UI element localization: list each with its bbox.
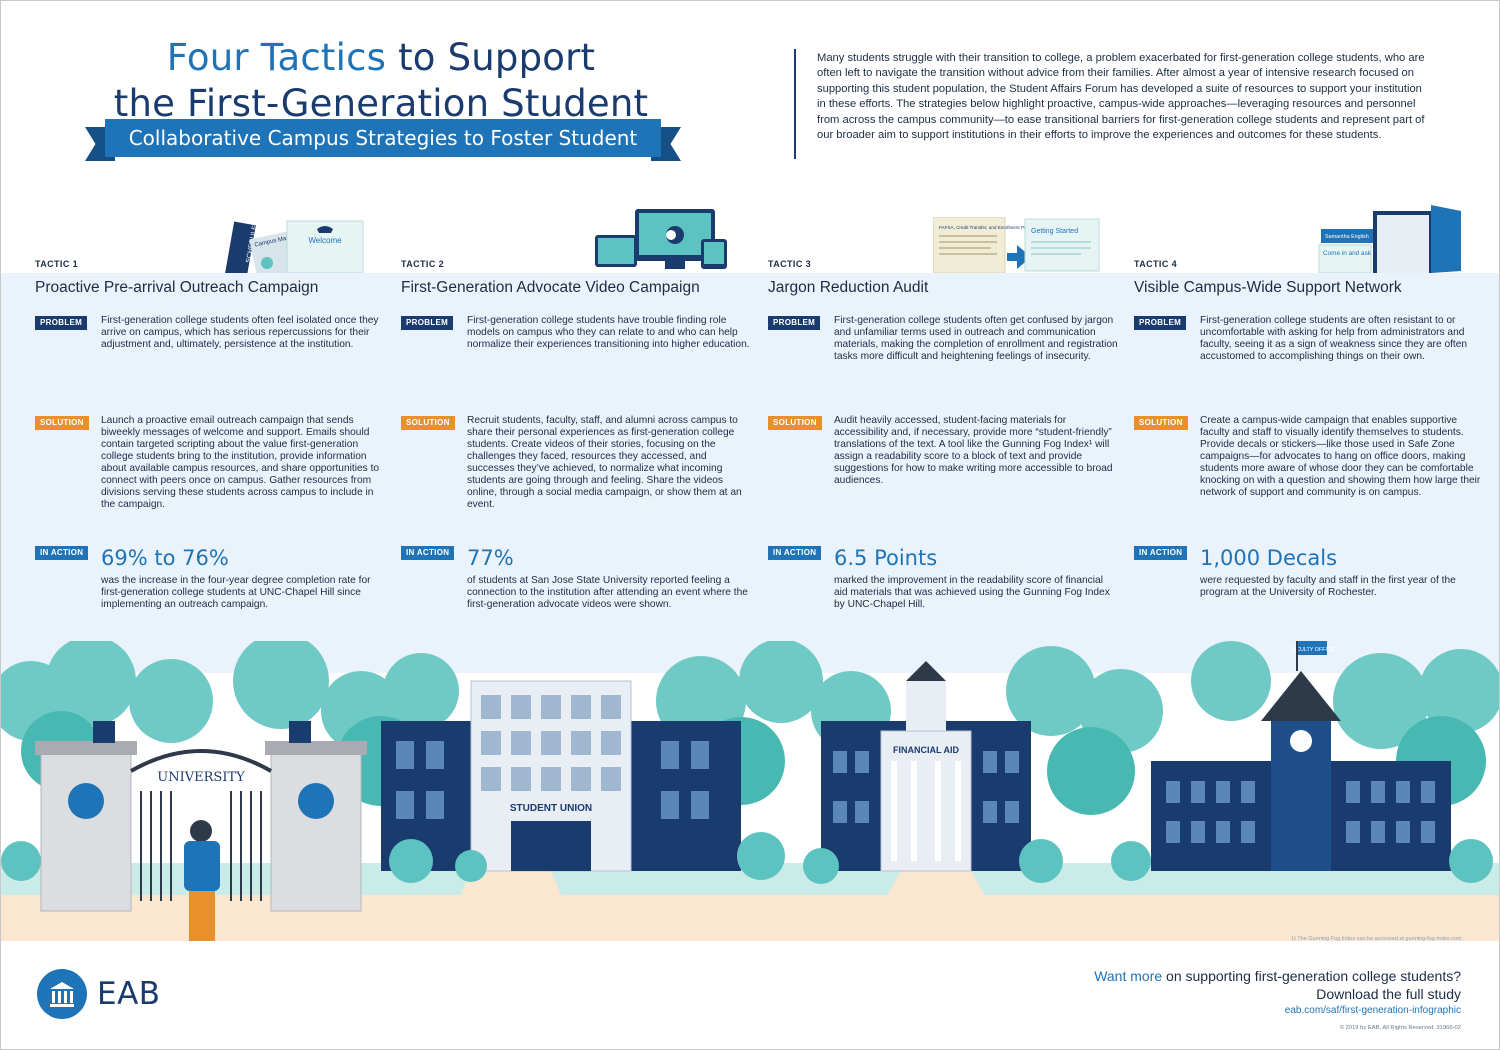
- tactic-title: Visible Campus-Wide Support Network: [1134, 279, 1402, 296]
- jargon-forms-illustration: FAFSA, Credit Transfer, and Enrollment P…: [933, 217, 1100, 273]
- subtitle: Collaborative Campus Strategies to Foste…: [105, 119, 661, 188]
- in-action-badge: IN ACTION: [401, 546, 455, 560]
- problem-text: First-generation college students often …: [101, 315, 379, 350]
- problem-block: PROBLEM First-generation college student…: [768, 315, 1118, 415]
- financial-aid-building: FINANCIAL AID: [821, 661, 1031, 872]
- tactic-title: First-Generation Advocate Video Campaign: [401, 279, 700, 296]
- problem-badge: PROBLEM: [35, 316, 88, 330]
- tactics-band: [1, 273, 1499, 673]
- tactic-column-3: TACTIC 3 Jargon Reduction Audit PROBLEM …: [768, 259, 1118, 611]
- cta-line-1: Want more on supporting first-generation…: [1094, 967, 1461, 985]
- problem-text: First-generation college students often …: [834, 315, 1118, 362]
- solution-text: Create a campus-wide campaign that enabl…: [1200, 415, 1481, 498]
- problem-text: First-generation college students have t…: [467, 315, 750, 350]
- stat-value: 1,000 Decals: [1200, 546, 1338, 570]
- title-accent: Four Tactics: [166, 36, 387, 79]
- tactic-number: TACTIC 2: [401, 259, 445, 269]
- student-union-building: STUDENT UNION: [381, 680, 741, 872]
- name-tag-label: Samantha English: [1325, 234, 1369, 240]
- problem-text: First-generation college students are of…: [1200, 315, 1468, 362]
- cta-line-2: Download the full study: [1316, 986, 1461, 1002]
- welcome-email-illustration: SCHEDULE Campus Map Welcome: [224, 220, 364, 273]
- in-action-text: was the increase in the four-year degree…: [101, 575, 371, 610]
- gate-sign: UNIVERSITY: [157, 770, 245, 785]
- study-link[interactable]: eab.com/saf/first-generation-infographic: [1284, 1005, 1461, 1016]
- problem-badge: PROBLEM: [401, 316, 454, 330]
- in-action-block: IN ACTION 6.5 Points marked the improvem…: [768, 545, 1118, 611]
- solution-block: SOLUTION Launch a proactive email outrea…: [35, 415, 385, 553]
- in-action-badge: IN ACTION: [35, 546, 89, 560]
- cta-rest: on supporting first-generation college s…: [1166, 968, 1461, 984]
- in-action-block: IN ACTION 69% to 76% was the increase in…: [35, 545, 385, 611]
- page-title: Four Tactics to Support the First-Genera…: [81, 35, 681, 127]
- footnote: 1) The Gunning Fog Index can be accessed…: [1291, 936, 1464, 942]
- tactic-column-1: TACTIC 1 Proactive Pre-arrival Outreach …: [35, 259, 385, 611]
- in-action-text: marked the improvement in the readabilit…: [834, 575, 1110, 610]
- in-action-text: of students at San Jose State University…: [467, 575, 748, 610]
- solution-text: Recruit students, faculty, staff, and al…: [467, 415, 742, 510]
- solution-text: Launch a proactive email outreach campai…: [101, 415, 380, 510]
- getting-started-label: Getting Started: [1031, 228, 1078, 235]
- title-line-1: Four Tactics to Support: [81, 35, 681, 81]
- in-action-text: were requested by faculty and staff in t…: [1200, 575, 1456, 598]
- faculty-office-building: FACULTY OFFICE: [1151, 641, 1451, 871]
- tactic-number: TACTIC 1: [35, 259, 79, 269]
- tactic-number: TACTIC 4: [1134, 259, 1178, 269]
- faculty-office-flag: FACULTY OFFICE: [1289, 647, 1334, 653]
- tactic-column-2: TACTIC 2 First-Generation Advocate Video…: [401, 259, 751, 611]
- tactic-title: Proactive Pre-arrival Outreach Campaign: [35, 279, 319, 296]
- tactic-number: TACTIC 3: [768, 259, 812, 269]
- problem-badge: PROBLEM: [768, 316, 821, 330]
- cta-highlight: Want more: [1094, 968, 1163, 984]
- stat-value: 77%: [467, 546, 514, 570]
- in-action-badge: IN ACTION: [768, 546, 822, 560]
- title-line-2: the First-Generation Student: [113, 82, 649, 125]
- come-in-label: Come in and ask a question: [1323, 250, 1403, 257]
- solution-block: SOLUTION Audit heavily accessed, student…: [768, 415, 1118, 553]
- tactic-title: Jargon Reduction Audit: [768, 279, 929, 296]
- in-action-badge: IN ACTION: [1134, 546, 1188, 560]
- solution-text: Audit heavily accessed, student-facing m…: [834, 415, 1113, 486]
- solution-badge: SOLUTION: [768, 416, 822, 430]
- stat-value: 69% to 76%: [101, 546, 229, 570]
- tactic-column-4: TACTIC 4 Visible Campus-Wide Support Net…: [1134, 259, 1484, 599]
- problem-block: PROBLEM First-generation college student…: [401, 315, 751, 415]
- eab-logo-text: EAB: [97, 976, 161, 1012]
- welcome-label: Welcome: [308, 236, 342, 245]
- solution-badge: SOLUTION: [1134, 416, 1188, 430]
- download-cta: Want more on supporting first-generation…: [1094, 967, 1461, 1003]
- financial-aid-sign: FINANCIAL AID: [893, 745, 959, 755]
- intro-divider: [794, 49, 796, 159]
- solution-badge: SOLUTION: [401, 416, 455, 430]
- copyright: © 2019 by EAB. All Rights Reserved. 3196…: [1339, 1025, 1461, 1031]
- solution-block: SOLUTION Create a campus-wide campaign t…: [1134, 415, 1484, 553]
- video-devices-illustration: [595, 209, 727, 269]
- solution-block: SOLUTION Recruit students, faculty, staf…: [401, 415, 751, 553]
- intro-paragraph: Many students struggle with their transi…: [817, 52, 1425, 142]
- campus-scene-illustration: UNIVERSITY: [1, 641, 1499, 941]
- subtitle-ribbon: Collaborative Campus Strategies to Foste…: [85, 119, 681, 188]
- fafsa-label: FAFSA, Credit Transfer, and Enrollment P…: [939, 225, 1053, 230]
- in-action-block: IN ACTION 1,000 Decals were requested by…: [1134, 545, 1484, 599]
- title-rest: to Support: [398, 36, 596, 79]
- in-action-block: IN ACTION 77% of students at San Jose St…: [401, 545, 751, 611]
- problem-block: PROBLEM First-generation college student…: [1134, 315, 1484, 415]
- solution-badge: SOLUTION: [35, 416, 89, 430]
- eab-logo: EAB: [37, 969, 161, 1019]
- problem-block: PROBLEM First-generation college student…: [35, 315, 385, 415]
- student-union-sign: STUDENT UNION: [510, 803, 592, 814]
- open-door-illustration: Samantha English Come in and ask a quest…: [1318, 205, 1461, 273]
- stat-value: 6.5 Points: [834, 546, 938, 570]
- university-gate: UNIVERSITY: [35, 721, 367, 941]
- problem-badge: PROBLEM: [1134, 316, 1187, 330]
- eab-logo-icon: [37, 969, 87, 1019]
